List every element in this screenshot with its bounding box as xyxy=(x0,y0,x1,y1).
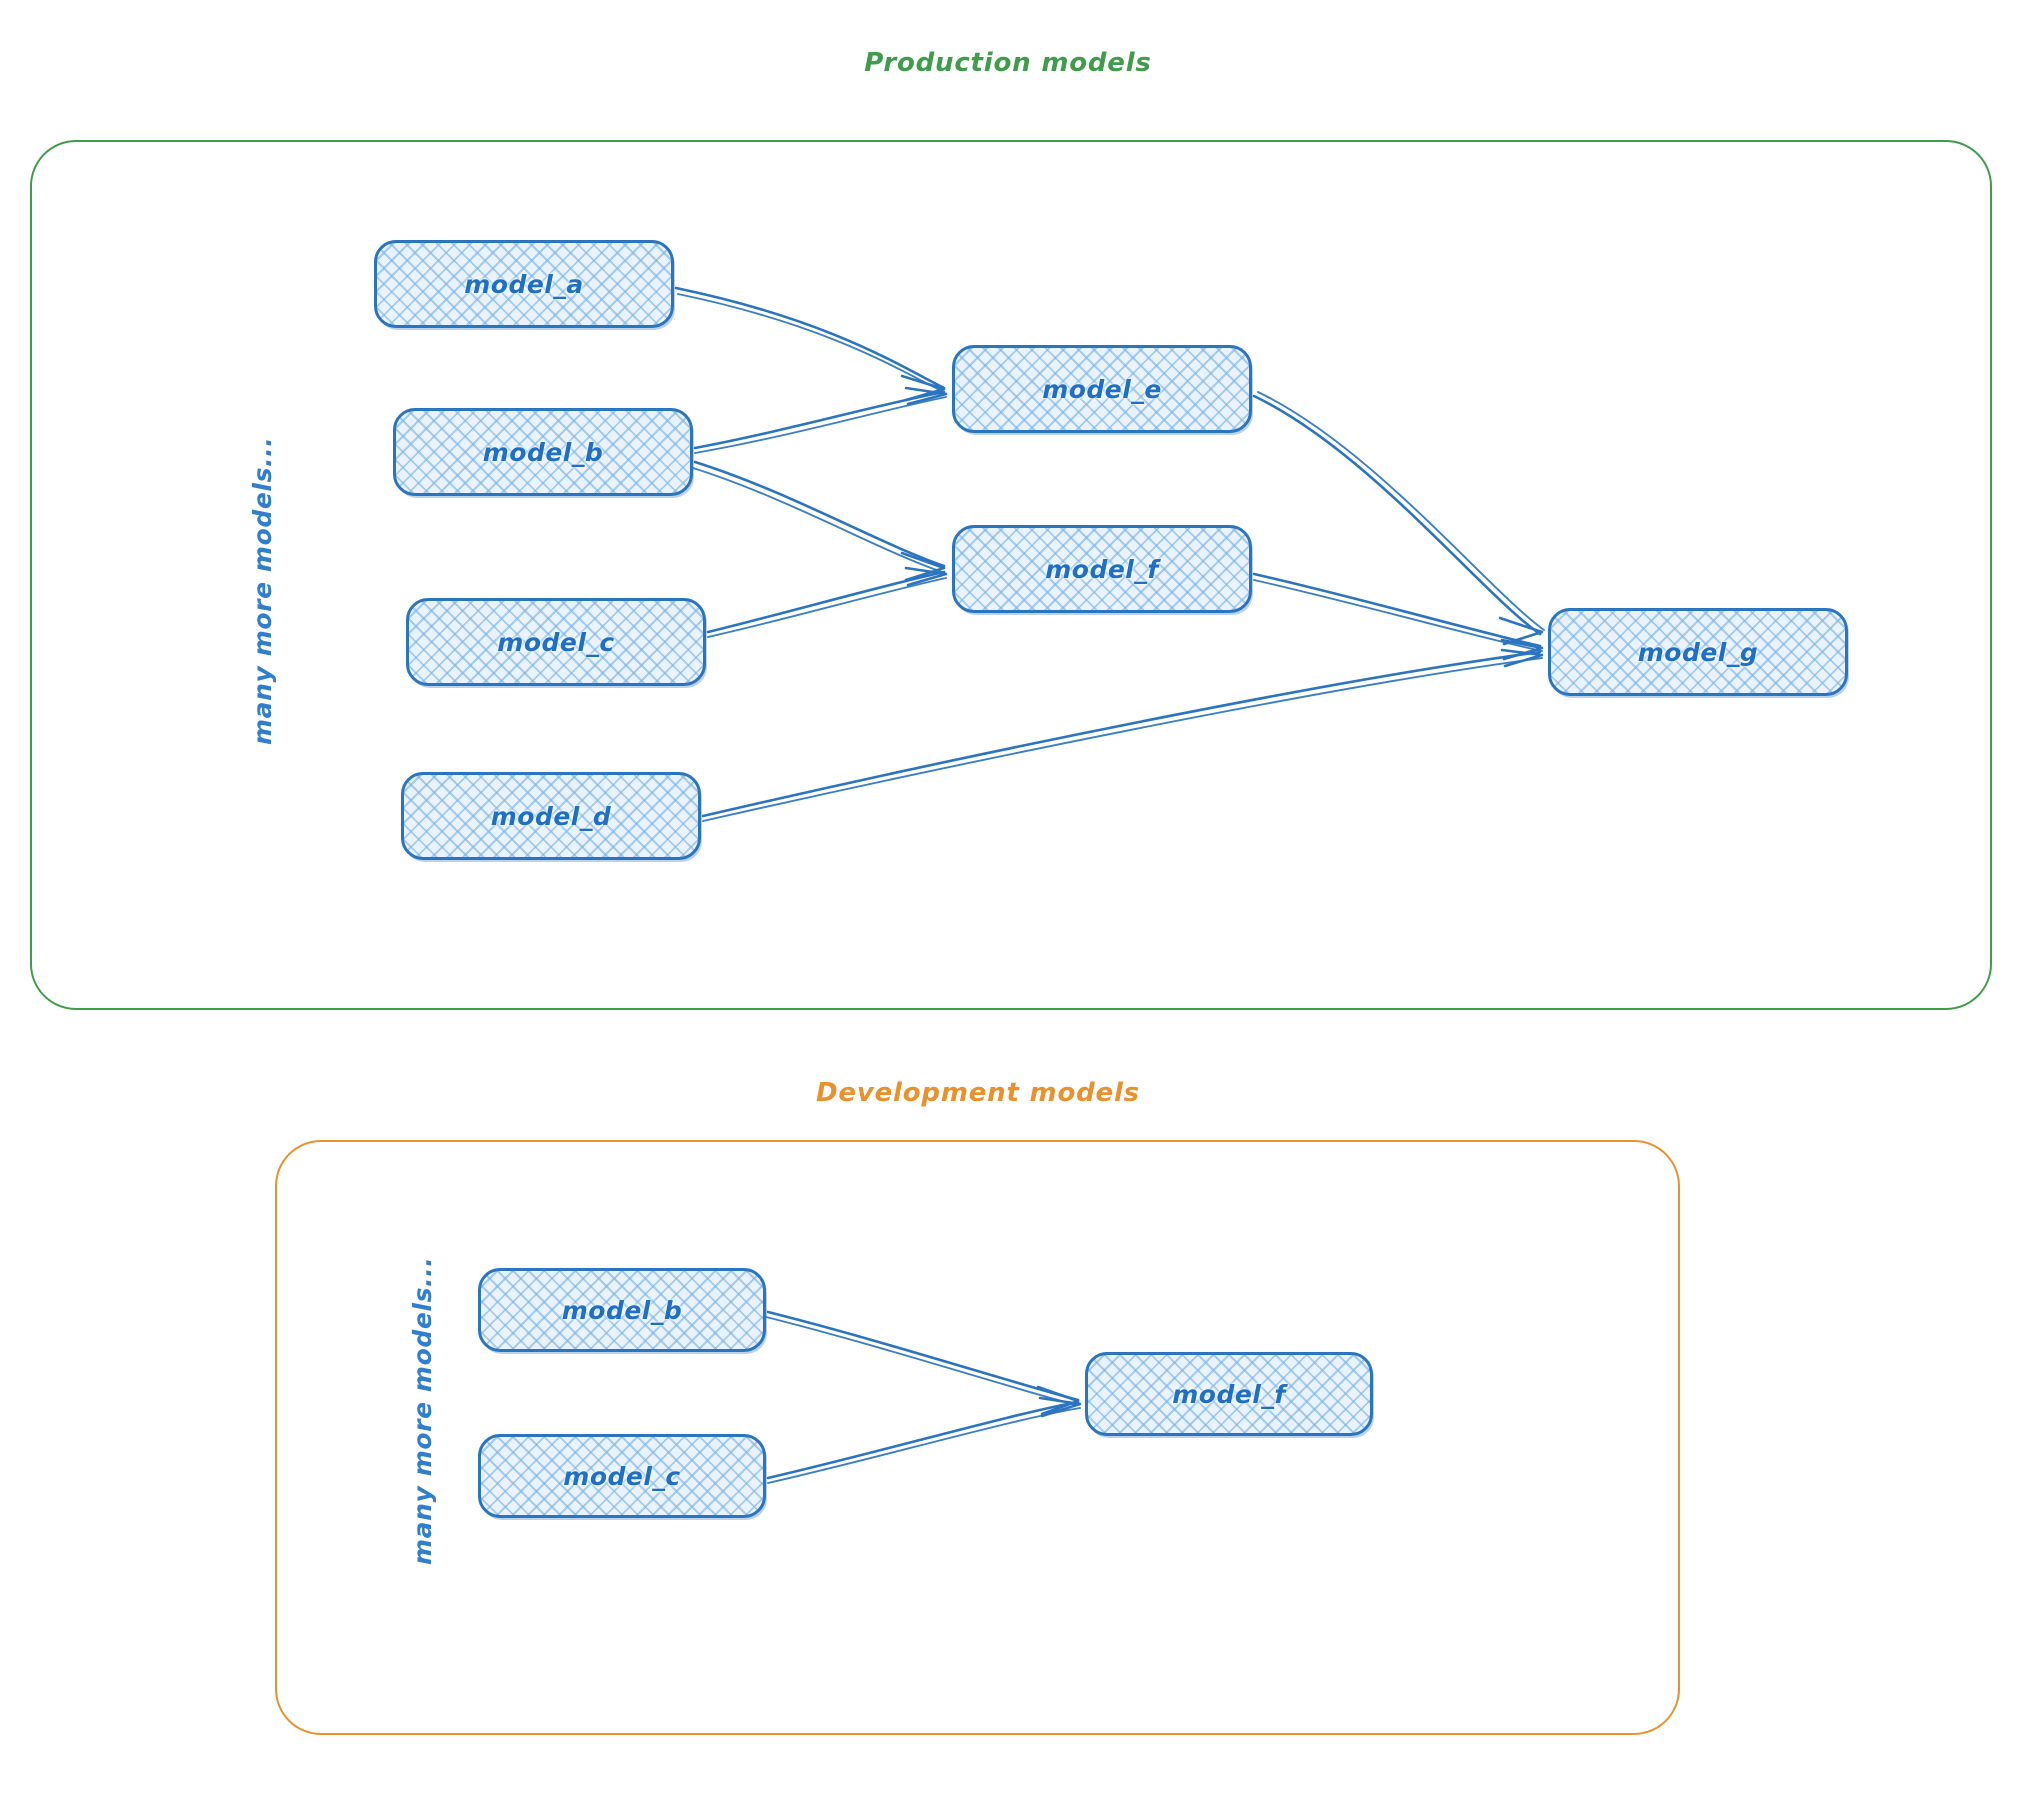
node-model-c[interactable]: model_c xyxy=(406,598,706,686)
edge-model-b-to-model-f xyxy=(692,460,946,582)
development-group-title: Development models xyxy=(816,1078,1140,1108)
node-label: model_b xyxy=(561,1295,683,1325)
node-label: model_c xyxy=(497,627,615,657)
node-label: model_b xyxy=(482,437,604,467)
edge-model-f-to-model-g xyxy=(1252,572,1544,661)
edge-model-d-to-model-g xyxy=(701,648,1544,822)
production-group-title: Production models xyxy=(864,48,1152,78)
node-label: model_c xyxy=(563,1461,681,1491)
node-model-e[interactable]: model_e xyxy=(952,345,1252,433)
edge-model-b-to-model-e xyxy=(693,386,948,454)
edge-model-c-to-model-f xyxy=(706,566,948,638)
node-model-b[interactable]: model_b xyxy=(393,408,693,496)
node-dev-model-f[interactable]: model_f xyxy=(1085,1352,1373,1436)
development-group-frame xyxy=(275,1140,1680,1735)
edge-dev-model-b-to-dev-model-f xyxy=(765,1310,1080,1416)
node-label: model_d xyxy=(490,801,612,831)
node-model-f[interactable]: model_f xyxy=(952,525,1252,613)
edge-dev-model-c-to-dev-model-f xyxy=(766,1396,1082,1484)
node-label: model_f xyxy=(1045,554,1159,584)
node-model-g[interactable]: model_g xyxy=(1548,608,1848,696)
production-group-frame xyxy=(30,140,1992,1010)
node-label: model_f xyxy=(1172,1379,1286,1409)
node-model-a[interactable]: model_a xyxy=(374,240,674,328)
edge-model-e-to-model-g xyxy=(1252,391,1545,646)
edge-model-a-to-model-e xyxy=(674,286,946,402)
node-label: model_e xyxy=(1042,374,1162,404)
node-dev-model-b[interactable]: model_b xyxy=(478,1268,766,1352)
node-label: model_g xyxy=(1637,637,1759,667)
node-label: model_a xyxy=(464,269,584,299)
node-model-d[interactable]: model_d xyxy=(401,772,701,860)
node-dev-model-c[interactable]: model_c xyxy=(478,1434,766,1518)
